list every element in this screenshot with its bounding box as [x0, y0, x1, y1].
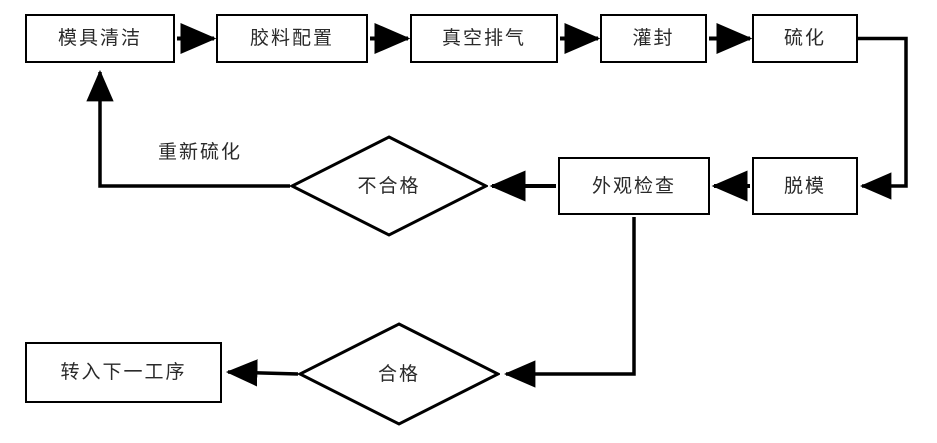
node-label: 外观检查 — [591, 174, 676, 197]
node-demolding[interactable]: 脱模 — [752, 157, 858, 215]
connector-n8-n1 — [86, 69, 290, 188]
node-vulcanization[interactable]: 硫化 — [752, 14, 858, 63]
node-label: 合格 — [377, 362, 420, 385]
node-label: 真空排气 — [441, 27, 526, 49]
node-label: 模具清洁 — [57, 27, 142, 49]
node-label: 胶料配置 — [249, 27, 334, 49]
diamond-shape — [298, 322, 500, 426]
connector-n7-n9 — [503, 217, 636, 388]
node-vacuum-degassing[interactable]: 真空排气 — [410, 14, 558, 63]
node-decision-fail[interactable]: 不合格 — [290, 135, 488, 237]
node-potting[interactable]: 灌封 — [600, 14, 707, 63]
diamond-shape — [290, 135, 488, 237]
node-label: 灌封 — [632, 27, 675, 49]
edge-label-revulcanize: 重新硫化 — [158, 141, 243, 163]
node-next-process[interactable]: 转入下一工序 — [25, 342, 222, 403]
node-label: 硫化 — [783, 27, 826, 49]
node-label: 不合格 — [357, 174, 421, 197]
connector-n9-n10 — [225, 359, 299, 387]
connector-n5-n6 — [858, 36, 908, 200]
node-label: 脱模 — [783, 174, 826, 197]
node-label: 转入下一工序 — [60, 361, 187, 383]
node-mold-cleaning[interactable]: 模具清洁 — [25, 14, 175, 63]
node-appearance-inspection[interactable]: 外观检查 — [558, 157, 710, 215]
node-adhesive-preparation[interactable]: 胶料配置 — [216, 14, 368, 63]
node-decision-pass[interactable]: 合格 — [298, 322, 500, 426]
